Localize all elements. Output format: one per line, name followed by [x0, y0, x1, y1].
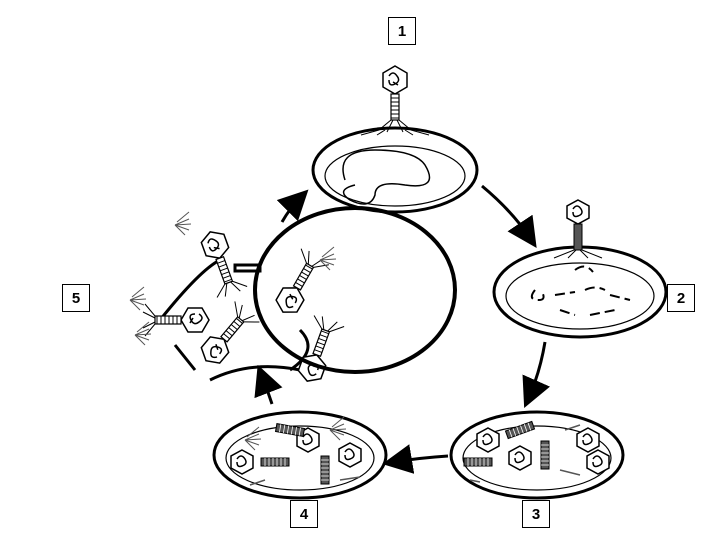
cell-fragments	[158, 258, 310, 382]
step-label-1: 1	[388, 17, 416, 45]
highlight-ellipse	[253, 206, 457, 374]
bacterial-dna	[342, 149, 431, 205]
stage-1-attachment	[311, 65, 479, 214]
bacterial-cell	[311, 126, 479, 214]
arrow-1-to-2	[481, 184, 537, 248]
step-label-4: 4	[290, 500, 318, 528]
stage-3-replication	[449, 410, 625, 500]
step-label-3: 3	[522, 500, 550, 528]
bacterial-cell	[492, 245, 668, 339]
fragmented-dna	[530, 265, 631, 316]
arrow-3-to-4	[382, 444, 449, 474]
step-label-5: 5	[62, 284, 90, 312]
stage-2-injection	[492, 199, 668, 339]
arrow-2-to-3	[522, 341, 550, 408]
bacteriophage	[378, 65, 412, 133]
arrow-4-to-5	[254, 364, 283, 405]
phage-head	[566, 199, 590, 225]
stage-5-lysis	[129, 211, 346, 388]
arrow-5-to-1	[276, 189, 309, 223]
stage-4-assembly	[212, 410, 388, 500]
step-label-2: 2	[667, 284, 695, 312]
